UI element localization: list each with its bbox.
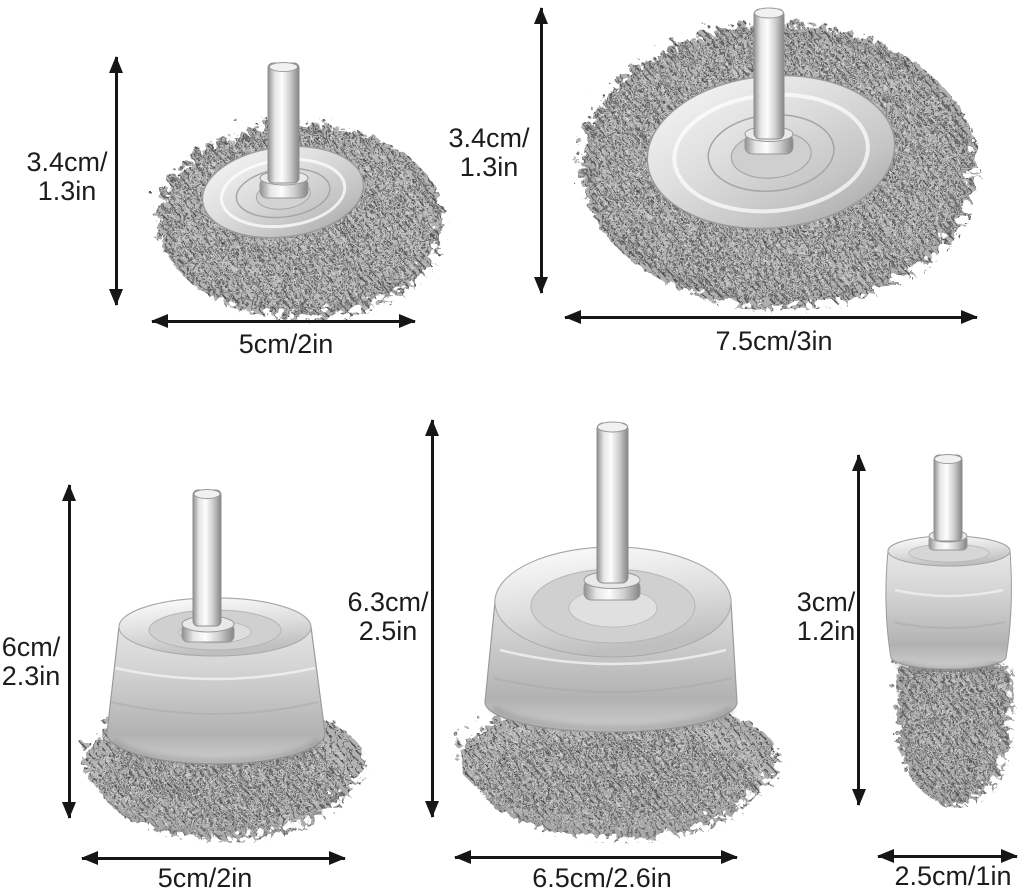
height-arrow-end-brush	[857, 455, 860, 805]
height-label-wheel-small: 3.4cm/ 1.3in	[26, 147, 108, 206]
height-arrow-wheel-large	[539, 8, 543, 293]
height-label-wheel-large: 3.4cm/ 1.3in	[448, 123, 530, 182]
end-brush-image	[885, 454, 1012, 801]
end-brush-ferrule	[885, 535, 1012, 675]
width-label-cup-large: 6.5cm/2.6in	[532, 863, 672, 890]
width-arrow-cup-small	[82, 856, 345, 860]
cup-brush-small-image	[78, 489, 358, 832]
cup-brush-large-image	[453, 421, 773, 832]
height-arrow-wheel-small	[114, 57, 118, 305]
wheel-small-shank	[259, 62, 309, 199]
height-label-cup-large: 6.3cm/ 2.5in	[347, 587, 429, 646]
width-label-cup-small: 5cm/2in	[157, 863, 253, 890]
height-arrow-cup-small	[67, 485, 71, 818]
wheel-brush-large-image	[575, 7, 971, 302]
width-label-wheel-large: 7.5cm/3in	[715, 326, 833, 356]
wheel-large-shank	[744, 7, 794, 155]
cup-large-shank	[583, 421, 641, 601]
width-arrow-wheel-large	[565, 315, 977, 319]
height-arrow-cup-large	[430, 420, 434, 817]
end-brush-shank	[928, 454, 968, 551]
width-label-end-brush: 2.5cm/1in	[894, 861, 1012, 890]
cup-small-body	[106, 597, 326, 767]
width-label-wheel-small: 5cm/2in	[238, 329, 334, 359]
height-label-cup-small: 6cm/ 2.3in	[1, 632, 61, 691]
cup-large-body	[484, 546, 738, 734]
width-arrow-cup-large	[455, 855, 737, 859]
cup-small-shank	[181, 489, 235, 643]
width-arrow-wheel-small	[152, 319, 415, 323]
height-label-end-brush: 3cm/ 1.2in	[796, 587, 856, 646]
width-arrow-end-brush	[878, 854, 1017, 858]
wheel-brush-small-image	[152, 62, 438, 312]
end-brush-bristles	[891, 654, 1007, 801]
